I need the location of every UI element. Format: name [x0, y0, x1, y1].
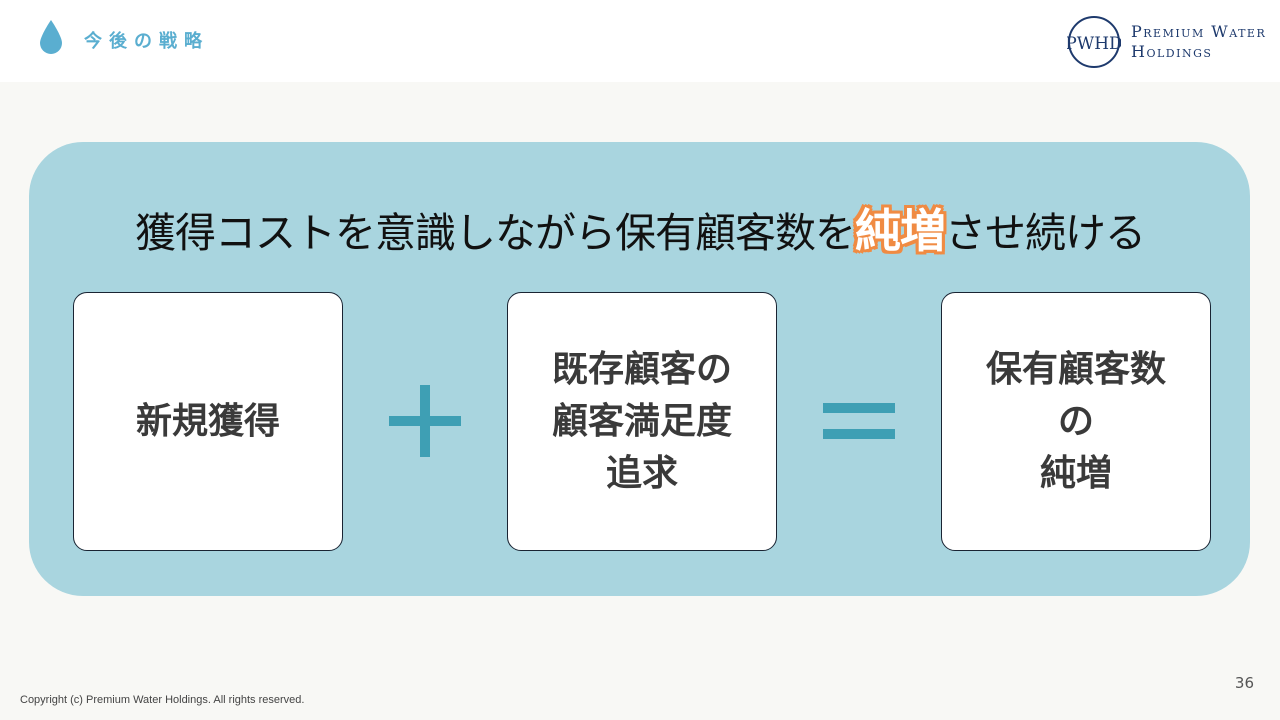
result-label: 保有顧客数 の 純増 — [985, 348, 1166, 494]
logo-line2: Holdings — [1131, 42, 1213, 61]
term2-label: 既存顧客の 顧客満足度 追求 — [551, 348, 732, 494]
pwh-logo-icon: PWHD — [1067, 16, 1121, 68]
term-customer-satisfaction-card: 既存顧客の 顧客満足度 追求 — [507, 292, 777, 551]
logo-monogram: PWHD — [1067, 34, 1121, 54]
logo-wordmark: Premium Water Holdings — [1131, 22, 1266, 62]
section-title: 今後の戦略 — [84, 31, 209, 52]
term-new-acquisition-card: 新規獲得 — [73, 292, 343, 551]
equals-operator: = — [823, 403, 895, 439]
result-net-increase-card: 保有顧客数 の 純増 — [941, 292, 1211, 551]
headline: 獲得コストを意識しながら保有顧客数を純増させ続ける — [0, 196, 1280, 266]
term1-label: 新規獲得 — [135, 400, 280, 442]
headline-before: 獲得コストを意識しながら保有顧客数を — [135, 209, 856, 257]
page-number: 36 — [1234, 674, 1254, 692]
plus-operator: + — [389, 385, 461, 457]
headline-emphasis: 純増 — [855, 204, 946, 258]
copyright: Copyright (c) Premium Water Holdings. Al… — [20, 694, 305, 706]
headline-after: させ続ける — [945, 209, 1146, 257]
water-drop-icon — [40, 20, 62, 54]
logo-line1: Premium Water — [1131, 22, 1267, 41]
header: 今後の戦略 PWHD Premium Water Holdings — [0, 0, 1280, 82]
